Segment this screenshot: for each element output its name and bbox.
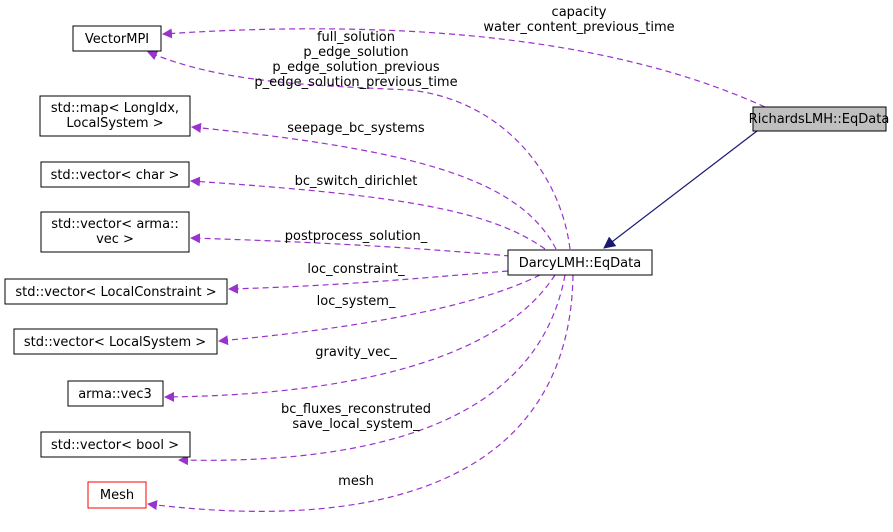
node-std-map[interactable]: std::map< LongIdx, LocalSystem > <box>39 95 191 137</box>
label-postprocess-solution: postprocess_solution_ <box>285 229 428 244</box>
node-vectormpi-label: VectorMPI <box>85 32 149 47</box>
edge-darcy-vec3 <box>164 274 556 402</box>
node-richardslmh-eqdata-label: RichardsLMH::EqData <box>749 112 890 127</box>
node-std-map-label-line2: LocalSystem > <box>66 116 163 131</box>
node-std-vector-arma-vec-label-line2: vec > <box>96 232 134 247</box>
node-arma-vec3[interactable]: arma::vec3 <box>67 380 164 407</box>
edge-darcy-vec-constraint <box>228 270 509 294</box>
edge-labels: capacity water_content_previous_time ful… <box>254 5 674 489</box>
label-water-content-previous-time: water_content_previous_time <box>483 20 674 35</box>
inheritance-edge-darcy-richards <box>603 130 758 249</box>
label-save-local-system: save_local_system_ <box>292 417 420 432</box>
edge-darcy-vectormpi <box>147 50 571 250</box>
node-mesh-label: Mesh <box>100 488 134 503</box>
node-std-vector-localconstraint-label: std::vector< LocalConstraint > <box>15 285 216 300</box>
node-arma-vec3-label: arma::vec3 <box>78 387 152 402</box>
edge-darcy-vec-system <box>218 274 541 346</box>
label-bc-fluxes-reconstruted: bc_fluxes_reconstruted <box>281 402 431 417</box>
label-capacity: capacity <box>552 5 607 20</box>
node-std-vector-localsystem-label: std::vector< LocalSystem > <box>24 335 206 350</box>
node-std-vector-localsystem[interactable]: std::vector< LocalSystem > <box>13 328 218 355</box>
nodes: RichardsLMH::EqData DarcyLMH::EqData Vec… <box>4 25 890 509</box>
node-std-vector-bool-label: std::vector< bool > <box>51 438 179 453</box>
edge-darcy-map <box>191 122 557 250</box>
label-seepage-bc-systems: seepage_bc_systems <box>287 121 425 136</box>
edge-richards-vectormpi <box>162 28 766 108</box>
node-std-vector-bool[interactable]: std::vector< bool > <box>40 431 191 458</box>
node-mesh[interactable]: Mesh <box>87 481 147 509</box>
node-std-vector-char[interactable]: std::vector< char > <box>40 161 190 188</box>
node-darcylmh-eqdata-label: DarcyLMH::EqData <box>519 256 641 271</box>
label-mesh: mesh <box>338 474 374 489</box>
node-std-vector-arma-vec-label-line1: std::vector< arma:: <box>51 217 179 232</box>
label-loc-system: loc_system_ <box>317 294 396 309</box>
label-p-edge-solution: p_edge_solution <box>303 45 408 60</box>
label-p-edge-solution-previous: p_edge_solution_previous <box>272 60 440 75</box>
label-p-edge-solution-previous-time: p_edge_solution_previous_time <box>254 75 457 90</box>
label-full-solution: full_solution <box>317 30 395 45</box>
edge-darcy-vec-bool <box>178 274 566 466</box>
label-gravity-vec: gravity_vec_ <box>315 345 397 360</box>
edge-darcy-vec-arma <box>190 233 511 257</box>
label-loc-constraint: loc_constraint_ <box>307 262 405 277</box>
node-std-vector-localconstraint[interactable]: std::vector< LocalConstraint > <box>4 278 228 305</box>
edge-darcy-mesh <box>147 274 574 512</box>
node-darcylmh-eqdata[interactable]: DarcyLMH::EqData <box>507 249 653 276</box>
edges <box>147 28 766 512</box>
node-std-vector-char-label: std::vector< char > <box>51 168 180 183</box>
node-std-vector-arma-vec[interactable]: std::vector< arma:: vec > <box>40 211 190 253</box>
node-richardslmh-eqdata[interactable]: RichardsLMH::EqData <box>749 106 890 132</box>
node-std-map-label-line1: std::map< LongIdx, <box>51 101 179 116</box>
node-vectormpi[interactable]: VectorMPI <box>72 25 162 52</box>
label-bc-switch-dirichlet: bc_switch_dirichlet <box>295 174 418 189</box>
